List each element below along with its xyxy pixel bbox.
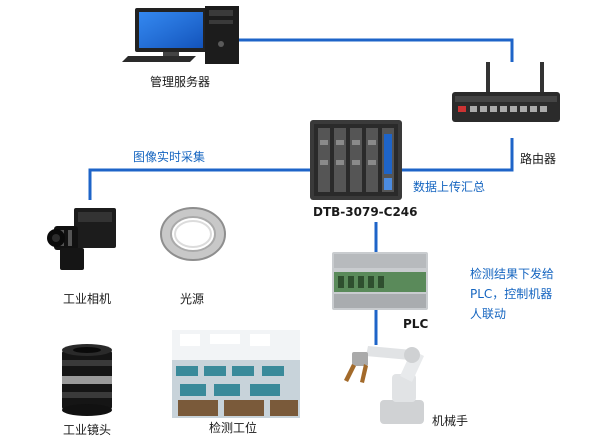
industrial-camera-icon [47, 208, 116, 270]
server-label: 管理服务器 [150, 75, 211, 89]
plc-note-line-3: 人联动 [470, 307, 507, 321]
lens-label: 工业镜头 [63, 423, 112, 437]
server-pc-icon [122, 6, 239, 64]
robot-arm-icon [344, 346, 424, 424]
router-ipc-link [395, 138, 514, 172]
server-router-link [238, 38, 514, 62]
ipc-label: DTB-3079-C246 [313, 205, 418, 219]
plc-note-line-2: PLC，控制机器 [470, 287, 553, 301]
camera-label: 工业相机 [63, 292, 112, 306]
industrial-pc-icon [310, 120, 402, 200]
plc-label: PLC [403, 317, 429, 331]
ring-light-icon [160, 207, 226, 261]
data-upload-note: 数据上传汇总 [413, 180, 486, 194]
workshop-photo [172, 330, 300, 418]
image-capture-note: 图像实时采集 [133, 150, 206, 164]
plc-command-note: 检测结果下发给 PLC，控制机器 人联动 [470, 264, 554, 324]
plc-icon [332, 252, 428, 310]
ipc-camera-link [88, 168, 310, 200]
connection-lines [88, 38, 514, 345]
plc-note-line-1: 检测结果下发给 [470, 267, 555, 281]
robot-label: 机械手 [432, 414, 469, 428]
workstation-label: 检测工位 [209, 421, 258, 435]
industrial-lens-icon [62, 344, 112, 416]
router-icon [452, 62, 560, 122]
light-label: 光源 [180, 292, 205, 306]
router-label: 路由器 [520, 152, 557, 166]
